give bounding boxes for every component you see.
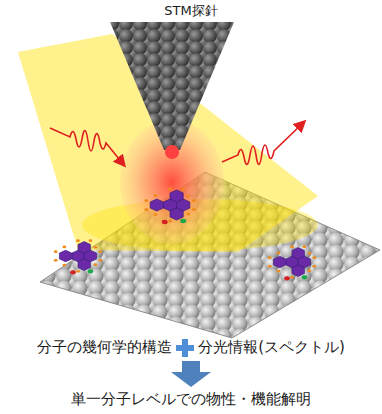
molecule xyxy=(268,245,316,280)
incident-pulse xyxy=(50,128,124,165)
down-arrow xyxy=(171,361,211,387)
stm-tip xyxy=(110,22,234,150)
tip-label: STM探針 xyxy=(164,3,217,18)
molecule xyxy=(144,188,195,225)
spectrum-label: 分光情報(スペクトル) xyxy=(198,338,345,356)
result-label: 単一分子レベルでの物性・機能解明 xyxy=(71,390,311,408)
tip-apex xyxy=(165,145,179,159)
stm-illustration xyxy=(0,0,382,340)
structure-label: 分子の幾何学的構造 xyxy=(37,338,172,356)
plus-symbol xyxy=(176,339,194,357)
emitted-pulse xyxy=(222,122,304,165)
molecule xyxy=(54,239,102,274)
